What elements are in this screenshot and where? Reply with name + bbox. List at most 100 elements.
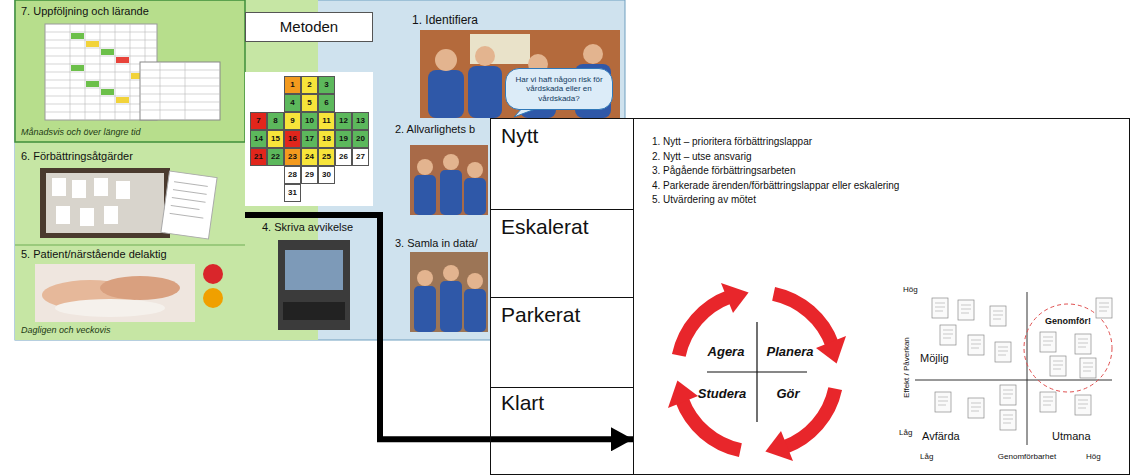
calendar-cell: 27	[352, 148, 369, 166]
board-paper	[94, 178, 108, 196]
node-text: 6. Förbättringsåtgärder	[21, 150, 237, 163]
person-head	[417, 270, 433, 286]
person-head	[443, 154, 459, 170]
form-lines	[170, 182, 208, 218]
calendar-cell: 2	[301, 76, 318, 94]
cycle-head	[668, 380, 698, 408]
calendar-cell: 30	[318, 166, 335, 184]
cycle-head	[721, 283, 749, 313]
board-paper	[80, 208, 94, 226]
board-paper	[52, 178, 66, 196]
quadrant-label: Genomför!	[1045, 316, 1091, 326]
note-icon	[1096, 298, 1112, 318]
table-cell	[101, 49, 114, 55]
person-body	[440, 170, 462, 215]
table-cell	[86, 41, 99, 47]
cycle-head	[816, 336, 846, 364]
cycle-step: Studera	[698, 387, 746, 402]
node-text: 3. Samla in data/	[395, 237, 478, 250]
node-text: Parkerat	[501, 303, 623, 327]
person-head	[417, 159, 433, 175]
node-text: Månadsvis och över längre tid	[21, 127, 237, 138]
list-item: 2. Nytt – utse ansvarig	[652, 150, 1111, 165]
list-item: 3. Pågående förbättringsarbeten	[652, 164, 1111, 179]
red-dot	[203, 264, 223, 284]
note-icon	[1050, 356, 1066, 376]
matrix-axis	[1027, 292, 1028, 445]
day-number: 5	[307, 98, 311, 108]
calendar-cell: 11	[318, 112, 335, 130]
note-icon	[995, 342, 1011, 362]
column-box: Klart	[490, 388, 633, 475]
day-number: 7	[256, 116, 260, 126]
quadrant-label: Möjlig	[920, 352, 949, 365]
process-section: 2. Allvarlighets b	[393, 121, 477, 138]
calendar-cell: 19	[335, 130, 352, 148]
person-head	[467, 162, 483, 178]
board-surface	[46, 173, 164, 233]
cycle-head	[765, 431, 793, 461]
board-paper	[56, 206, 70, 224]
person-body	[440, 281, 462, 332]
list-item: 5. Utvärdering av mötet	[652, 193, 1111, 208]
day-number: 17	[305, 134, 314, 144]
computer-image	[278, 240, 350, 330]
list-item: 4. Parkerade ärenden/förbättringslappar …	[652, 179, 1111, 194]
quadrant-label: Utmana	[1052, 430, 1091, 443]
node-text: 2. Allvarlighets b	[395, 123, 475, 136]
cycle-arc	[774, 294, 833, 345]
node-text: Metoden	[250, 18, 368, 36]
table-grid	[140, 62, 220, 120]
calendar-cell: 3	[318, 76, 335, 94]
team-photo	[410, 252, 488, 332]
table-cell	[71, 33, 84, 39]
photo-ground	[35, 264, 195, 322]
orange-dot	[203, 288, 223, 308]
quadrant-label: Avfärda	[922, 430, 960, 443]
note-icon	[968, 335, 984, 355]
day-number: 9	[290, 116, 294, 126]
note-icon	[1075, 334, 1091, 354]
calendar-cell: 26	[335, 148, 352, 166]
board-paper	[116, 181, 130, 199]
screen	[285, 250, 343, 290]
calendar-cell: 21	[250, 148, 267, 166]
note-icon	[940, 325, 956, 345]
node-text: Eskalerat	[501, 215, 623, 239]
person-head	[467, 273, 483, 289]
day-number: 31	[288, 188, 297, 198]
sheet	[55, 299, 165, 317]
table-sheet	[140, 62, 220, 120]
person-head	[435, 49, 457, 71]
process-section: 6. Förbättringsåtgärder	[15, 145, 245, 245]
priority-matrix	[915, 292, 1112, 445]
axis-title: Effekt / Påverkan	[901, 338, 910, 399]
calendar-cell: 8	[267, 112, 284, 130]
team-photo	[410, 145, 488, 215]
process-section: 1. IdentifieraHar vi haft någon risk för…	[405, 10, 625, 118]
day-number: 22	[271, 152, 280, 162]
node-text: 7. Uppföljning och lärande	[21, 5, 237, 18]
hand	[100, 276, 180, 300]
note-icon	[1000, 385, 1016, 405]
quadrant-line	[707, 371, 807, 372]
calendar-cell: 1	[284, 76, 301, 94]
calendar-cell: 14	[250, 130, 267, 148]
board-paper	[104, 206, 118, 224]
calendar-cell: 7	[250, 112, 267, 130]
calendar-cell: 12	[335, 112, 352, 130]
node-text: Nytt	[501, 124, 623, 148]
person-body	[428, 70, 464, 118]
cycle-arc	[682, 399, 741, 450]
list-item: 1. Nytt – prioritera förbättringslappar	[652, 135, 1111, 150]
pdca-cycle	[668, 283, 846, 461]
day-number: 12	[339, 116, 348, 126]
calendar-cell: 31	[284, 184, 301, 202]
column-box: Nytt	[490, 118, 633, 210]
calendar-cell: 18	[318, 130, 335, 148]
process-section: 7. Uppföljning och lärandeMånadsvis och …	[15, 0, 245, 142]
photo-ground	[420, 30, 620, 118]
note-icon	[935, 392, 951, 412]
day-number: 19	[339, 134, 348, 144]
